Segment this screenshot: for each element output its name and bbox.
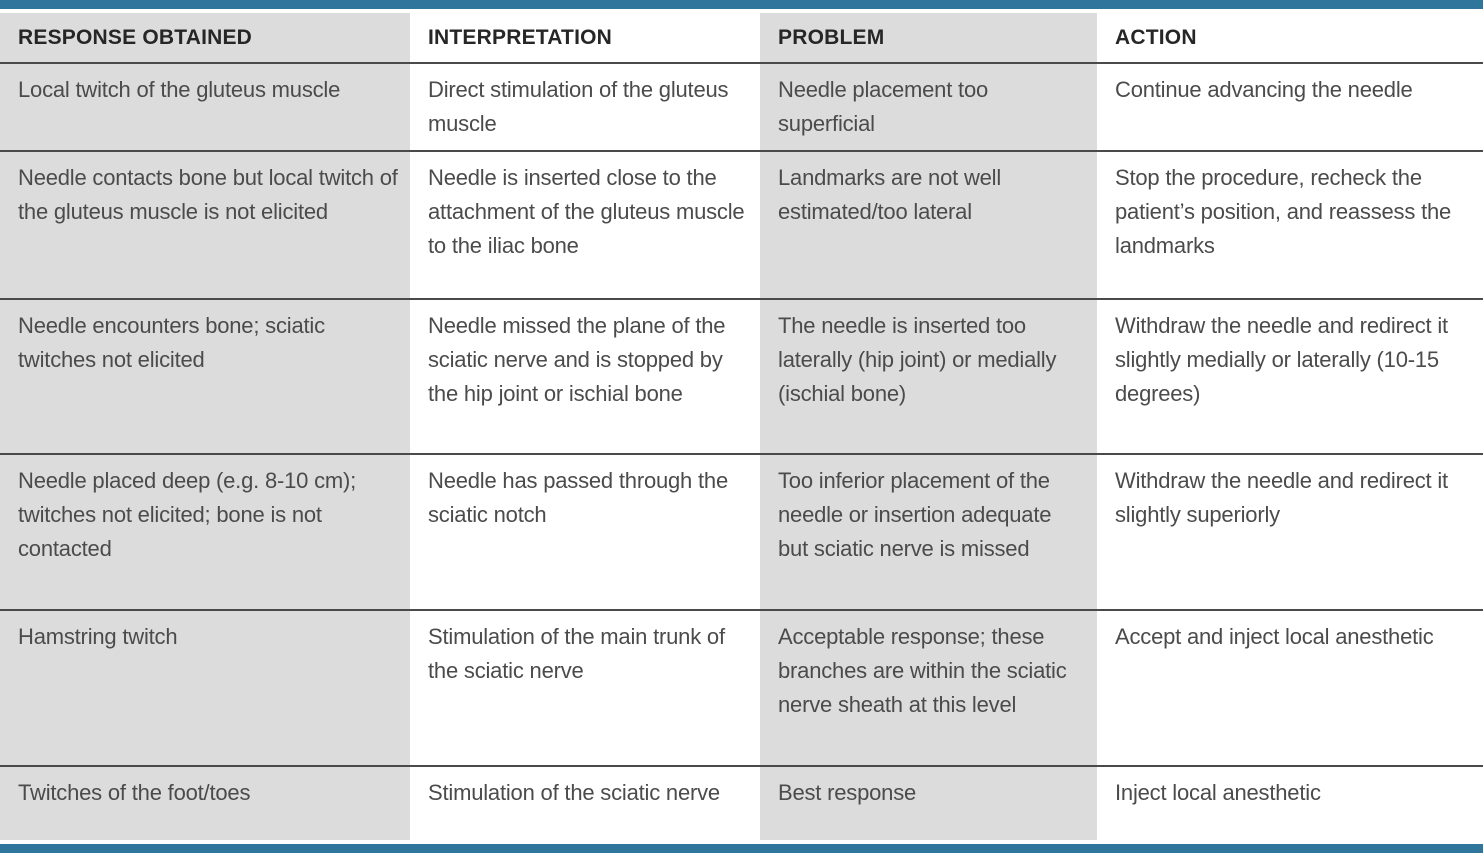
table-cell-problem: Needle placement too superficial (760, 62, 1097, 150)
table-cell-response: Needle encounters bone; sciatic twitches… (0, 298, 410, 453)
table-cell-interpretation: Needle has passed through the sciatic no… (410, 453, 760, 609)
table-cell-interpretation: Needle missed the plane of the sciatic n… (410, 298, 760, 453)
table-cell-interpretation: Needle is inserted close to the attachme… (410, 150, 760, 298)
table-cell-action: Accept and inject local anesthetic (1097, 609, 1483, 765)
procedure-table: RESPONSE OBTAINED INTERPRETATION PROBLEM… (0, 13, 1483, 840)
table-cell-action: Continue advancing the needle (1097, 62, 1483, 150)
table-cell-problem: Best response (760, 765, 1097, 840)
table-cell-interpretation: Stimulation of the sciatic nerve (410, 765, 760, 840)
table-cell-problem: Acceptable response; these branches are … (760, 609, 1097, 765)
table-cell-interpretation: Stimulation of the main trunk of the sci… (410, 609, 760, 765)
column-header-action: ACTION (1115, 25, 1197, 49)
column-header-interpretation: INTERPRETATION (428, 25, 613, 49)
table-cell-problem: Too inferior placement of the needle or … (760, 453, 1097, 609)
top-accent-bar (0, 0, 1483, 9)
top-gap (0, 9, 1483, 13)
table-cell-problem: Landmarks are not well estimated/too lat… (760, 150, 1097, 298)
table-cell-problem: The needle is inserted too laterally (hi… (760, 298, 1097, 453)
column-header-problem: PROBLEM (760, 13, 1097, 62)
table-cell-action: Withdraw the needle and redirect it slig… (1097, 453, 1483, 609)
column-header-response-obtained: RESPONSE OBTAINED (0, 13, 410, 62)
table-cell-response: Needle contacts bone but local twitch of… (0, 150, 410, 298)
table-cell-action: Withdraw the needle and redi­rect it sli… (1097, 298, 1483, 453)
table-cell-response: Needle placed deep (e.g. 8-10 cm); twitc… (0, 453, 410, 609)
table-cell-interpretation: Direct stimulation of the gluteus muscle (410, 62, 760, 150)
bottom-accent-bar (0, 844, 1483, 853)
table-cell-response: Hamstring twitch (0, 609, 410, 765)
table-cell-response: Twitches of the foot/toes (0, 765, 410, 840)
table-cell-action: Inject local anesthetic (1097, 765, 1483, 840)
bottom-gap (0, 840, 1483, 844)
table-cell-response: Local twitch of the gluteus muscle (0, 62, 410, 150)
table-cell-action: Stop the procedure, recheck the patient’… (1097, 150, 1483, 298)
